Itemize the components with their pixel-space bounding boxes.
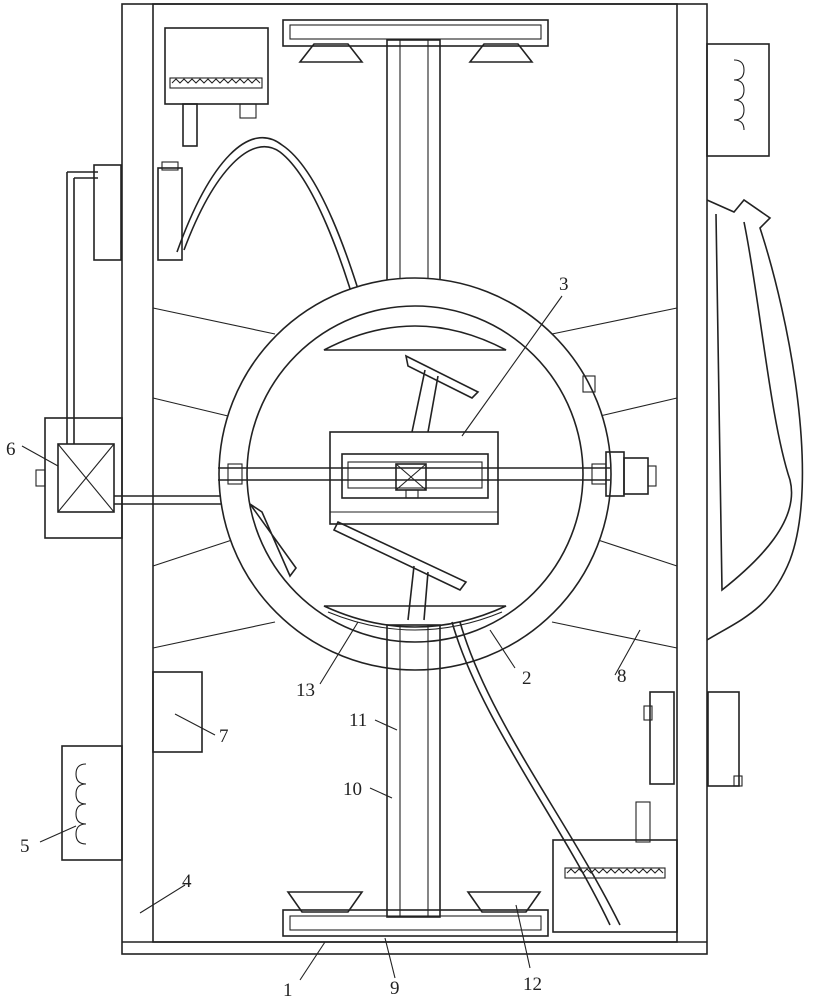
motor-box [35, 417, 250, 539]
label-10: 10 [343, 779, 362, 800]
central-carriage [329, 431, 499, 525]
bottom-column [386, 624, 441, 918]
left-pipe [66, 164, 122, 444]
bottom-right-tank [451, 621, 678, 933]
top-plate [282, 19, 549, 63]
label-6: 6 [6, 439, 16, 460]
right-external [706, 43, 804, 641]
label-4: 4 [182, 871, 192, 892]
label-12: 12 [523, 974, 542, 995]
left-heater [61, 745, 123, 861]
left-hose [157, 136, 369, 323]
leader-lines [21, 295, 641, 981]
label-11: 11 [349, 710, 367, 731]
radial-lines [152, 307, 678, 649]
part-labels: 1 2 3 4 5 6 7 8 9 10 11 12 13 [6, 274, 627, 1000]
control-box [152, 671, 203, 753]
inner-arcs [323, 325, 507, 631]
bottom-plate [282, 891, 549, 937]
label-2: 2 [522, 668, 532, 689]
label-8: 8 [617, 666, 627, 687]
label-9: 9 [390, 978, 400, 999]
label-13: 13 [296, 680, 315, 701]
label-5: 5 [20, 836, 30, 857]
scraper-blades [249, 354, 480, 621]
label-7: 7 [219, 726, 229, 747]
right-pumps [582, 375, 743, 787]
label-1: 1 [283, 980, 293, 1000]
label-3: 3 [559, 274, 569, 295]
top-left-tank [164, 27, 269, 147]
